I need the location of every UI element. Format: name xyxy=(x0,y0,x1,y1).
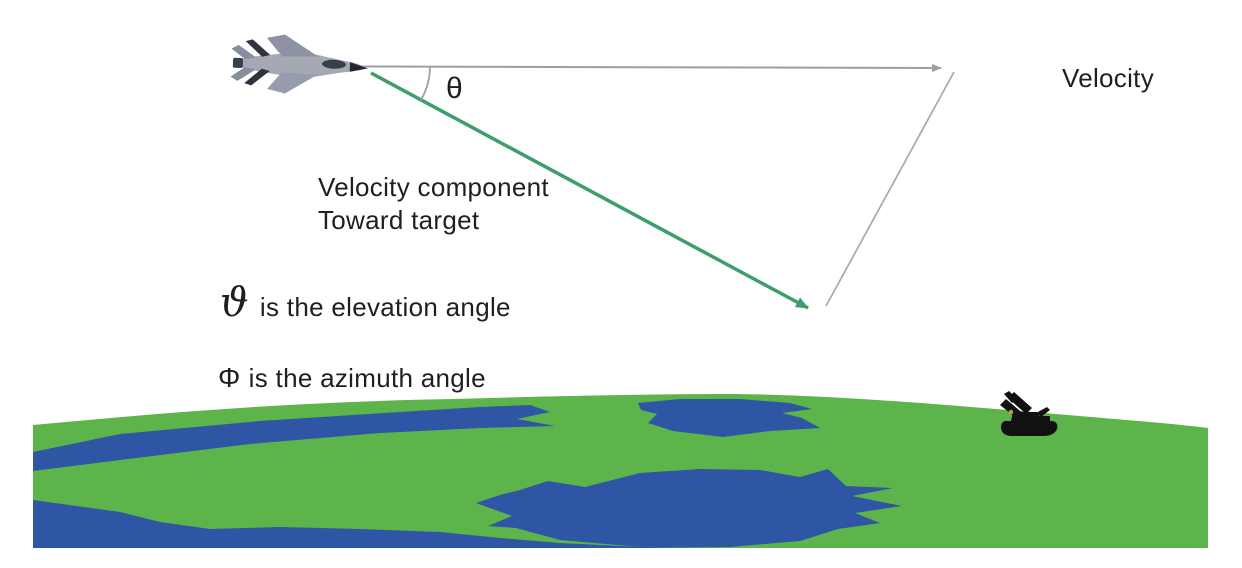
lake-upper-right xyxy=(638,399,820,437)
theta-symbol: ϑ xyxy=(220,280,249,326)
velocity-vector-arrow xyxy=(361,63,942,72)
target-velocity-arrow xyxy=(370,71,809,310)
lake-central xyxy=(476,469,902,547)
velocity-component-label: Velocity component Toward target xyxy=(318,171,549,237)
fighter-jet-icon xyxy=(230,34,368,94)
azimuth-note-text: is the azimuth angle xyxy=(248,363,486,393)
lake-upper-left xyxy=(33,405,555,471)
phi-symbol: Φ xyxy=(218,362,241,393)
velocity-label: Velocity xyxy=(1062,63,1155,93)
velocity-component-label-line2: Toward target xyxy=(318,205,480,235)
missile-launcher-icon xyxy=(1000,391,1058,436)
triangle-closing-line xyxy=(825,71,955,307)
water-bottom-band xyxy=(33,500,790,548)
elevation-note-text: is the elevation angle xyxy=(259,292,511,322)
elevation-angle-note: ϑ is the elevation angle xyxy=(220,283,511,323)
velocity-component-label-line1: Velocity component xyxy=(318,172,549,202)
theta-angle-label: θ xyxy=(446,72,463,105)
angle-arc xyxy=(420,66,431,101)
earth-surface xyxy=(33,394,1208,548)
